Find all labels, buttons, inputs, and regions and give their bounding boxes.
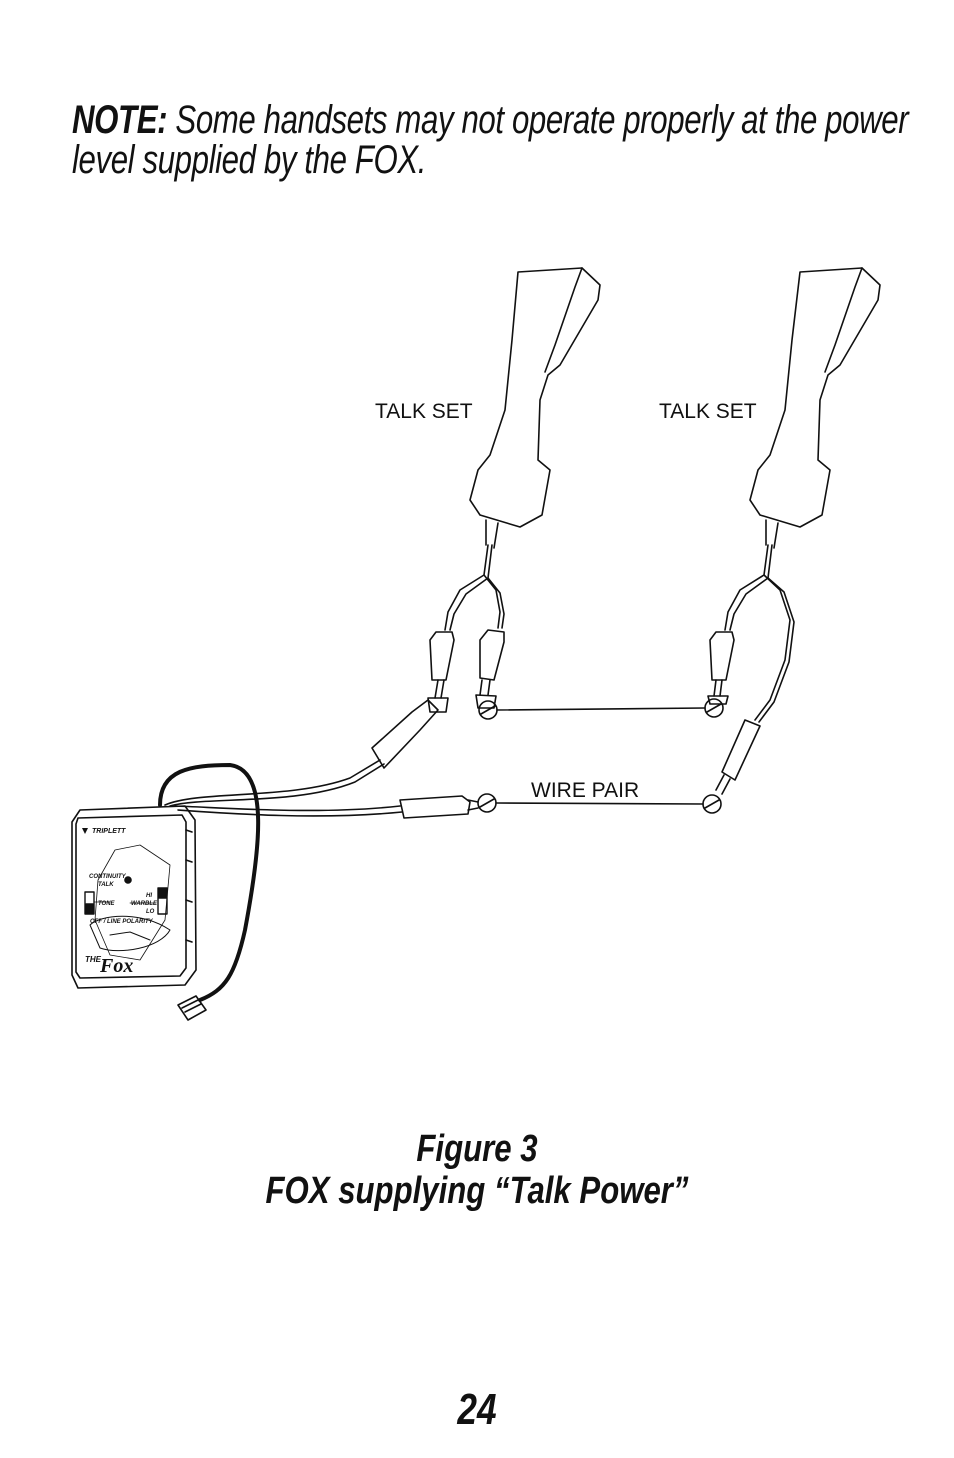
right-clip-a <box>707 631 735 705</box>
handset-left <box>469 267 601 549</box>
device-continuity-label: CONTINUITY <box>89 874 127 880</box>
device-warble-label: WARBLE <box>131 901 158 907</box>
note-paragraph: NOTE: Some handsets may not operate prop… <box>72 98 909 182</box>
handset-right <box>749 267 881 549</box>
black-lead <box>158 763 261 1002</box>
device-leads <box>164 699 479 819</box>
triplett-logo-icon <box>82 828 88 834</box>
device-logo-fox: Fox <box>99 955 133 977</box>
device-brand: TRIPLETT <box>92 828 126 835</box>
device-off-line-polarity-label: OFF / LINE POLARITY <box>90 919 154 925</box>
device-tone-label: TONE <box>98 901 116 907</box>
device-hi-label: HI <box>146 893 152 899</box>
caption-title: FOX supplying “Talk Power” <box>265 1170 689 1212</box>
device-logo-the: THE <box>85 955 102 964</box>
figure-caption: Figure 3 FOX supplying “Talk Power” <box>0 1128 954 1212</box>
modular-plug <box>177 995 207 1021</box>
left-clip-a <box>427 631 455 713</box>
right-clip-b <box>715 719 761 795</box>
left-cord <box>444 544 505 631</box>
left-clip-b <box>475 629 505 709</box>
note-line-1: NOTE: Some handsets may not operate prop… <box>72 98 909 142</box>
fox-device <box>71 805 197 989</box>
note-lead: NOTE: <box>72 98 168 142</box>
figure-3-diagram: TRIPLETT CONTINUITY TALK TONE OFF / LINE… <box>71 267 881 1021</box>
caption-figure-number: Figure 3 <box>416 1128 538 1170</box>
wire-pair-label: WIRE PAIR <box>531 779 639 802</box>
talk-set-right-label: TALK SET <box>659 400 757 423</box>
device-lo-label: LO <box>146 909 155 915</box>
wire-top <box>496 707 706 711</box>
device-talk-label: TALK <box>98 882 114 888</box>
note-text-1: Some handsets may not operate properly a… <box>175 98 909 142</box>
right-cord <box>724 544 795 723</box>
wire-pair-line <box>495 802 704 805</box>
note-text-2: level supplied by the FOX. <box>72 138 427 182</box>
talk-set-left-label: TALK SET <box>375 400 473 423</box>
page-number: 24 <box>457 1385 497 1434</box>
